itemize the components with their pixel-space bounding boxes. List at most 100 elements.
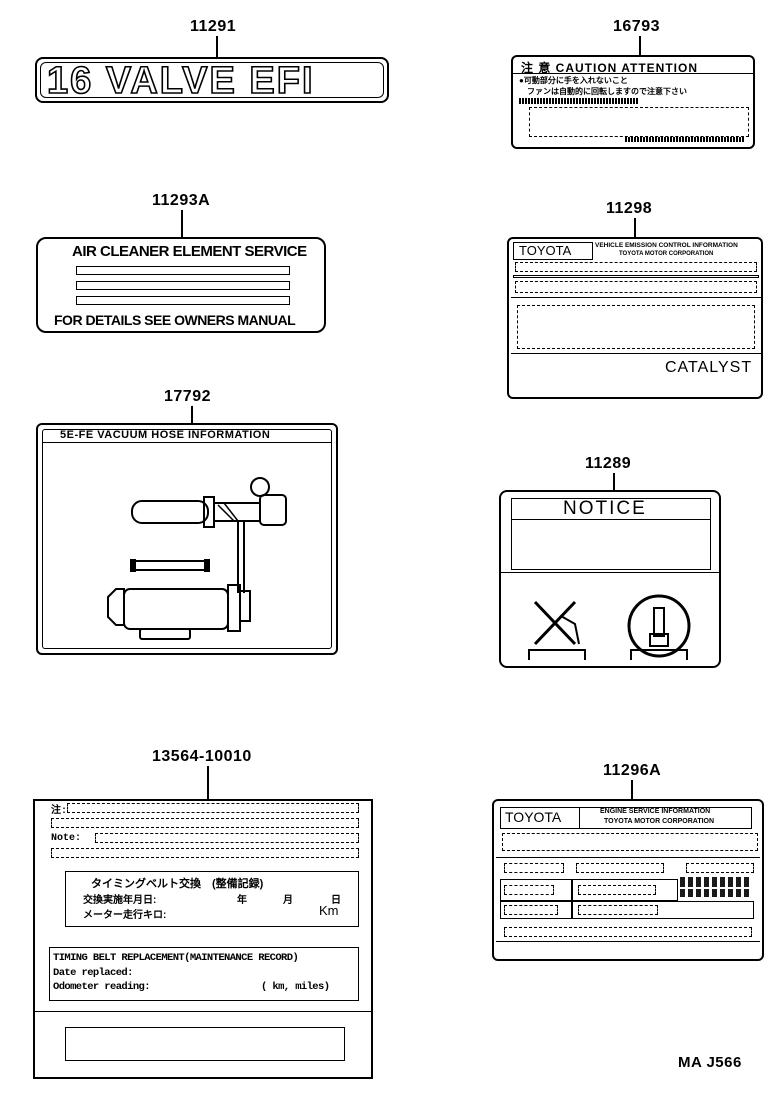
spec-field: [504, 905, 558, 915]
jp-record-title: タイミングベルト交換 (整備記録): [91, 878, 264, 890]
leader-line-16793: [639, 36, 641, 58]
note-label: Note:: [51, 833, 82, 844]
part-number-13564-10010: 13564-10010: [152, 748, 252, 765]
vacuum-hose-title: 5E-FE VACUUM HOSE INFORMATION: [60, 429, 271, 441]
spec-box: [572, 879, 678, 901]
note-line: [51, 848, 359, 858]
part-number-16793: 16793: [613, 18, 660, 35]
en-date-label: Date replaced:: [53, 967, 133, 979]
divider: [513, 73, 753, 74]
caution-header: 注 意 CAUTION ATTENTION: [521, 61, 698, 75]
fine-print: [625, 137, 745, 142]
divider: [511, 297, 761, 298]
jp-record-box: [65, 871, 359, 927]
jp-km: Km: [319, 903, 339, 918]
divider: [511, 353, 761, 354]
brand-box: [513, 242, 593, 260]
divider: [513, 275, 759, 278]
en-odo-label: Odometer reading:: [53, 981, 151, 993]
spec-field: [504, 863, 564, 873]
notice-pictograms: [528, 594, 691, 660]
leader-line-11293a: [181, 210, 183, 238]
note-line: [95, 833, 359, 843]
part-number-11293a: 11293A: [152, 192, 211, 209]
part-number-17792: 17792: [164, 388, 211, 405]
inner-frame: [42, 429, 332, 649]
label-engine-service: TOYOTA ENGINE SERVICE INFORMATION TOYOTA…: [492, 799, 764, 961]
notice-text-area: [511, 520, 711, 570]
label-emission-control: TOYOTA VEHICLE EMISSION CONTROL INFORMAT…: [507, 237, 763, 399]
leader-line-11298: [634, 218, 636, 238]
label-notice: NOTICE: [499, 490, 721, 668]
record-field: [76, 266, 290, 275]
notice-header-box: [511, 498, 711, 520]
label-caution: 注 意 CAUTION ATTENTION ●可動部分に手を入れないこと ファン…: [511, 55, 755, 149]
record-field: [76, 296, 290, 305]
info-line: [515, 281, 757, 293]
jp-date-label: 交換実施年月日:: [83, 895, 157, 906]
text-area: [529, 107, 749, 137]
divider: [42, 442, 332, 443]
leader-line-13564: [207, 766, 209, 800]
spec-box: [572, 901, 754, 919]
jp-month: 月: [283, 895, 293, 906]
top-edge: [33, 799, 373, 801]
air-cleaner-footer: FOR DETAILS SEE OWNERS MANUAL: [54, 312, 296, 328]
vacuum-hose-schematic: [107, 477, 287, 640]
caution-line-2: ファンは自動的に回転しますので注意下さい: [519, 87, 687, 96]
part-number-11289: 11289: [585, 455, 632, 472]
emission-subheading: TOYOTA MOTOR CORPORATION: [619, 251, 714, 257]
spec-box: [500, 879, 572, 901]
info-line: [515, 262, 757, 272]
label-text: 16 VALVE EFI: [46, 59, 315, 103]
label-16-valve-efi: 16 VALVE EFI: [35, 57, 389, 103]
notice-title: NOTICE: [563, 498, 647, 519]
jp-day: 日: [331, 895, 341, 906]
engine-subheading: TOYOTA MOTOR CORPORATION: [604, 818, 715, 825]
divider: [33, 1011, 373, 1012]
fine-print: [519, 98, 639, 104]
jp-year: 年: [237, 895, 247, 906]
spec-field: [578, 905, 658, 915]
diagram-code: MA J566: [678, 1054, 742, 1071]
record-field: [76, 281, 290, 290]
note-line: [67, 803, 359, 813]
label-vacuum-hose: 5E-FE VACUUM HOSE INFORMATION: [36, 423, 338, 655]
leader-line-11296a: [631, 780, 633, 800]
catalyst-text: CATALYST: [665, 359, 753, 376]
note-line: [51, 818, 359, 828]
divider: [501, 572, 719, 573]
divider: [496, 857, 760, 858]
brand-box: [500, 807, 580, 829]
spec-field: [576, 863, 664, 873]
spec-field: [504, 885, 554, 895]
blank-field: [65, 1027, 345, 1061]
leader-line-11291: [216, 36, 218, 58]
part-number-11291: 11291: [190, 18, 237, 35]
en-unit: ( km, miles): [261, 981, 330, 993]
brand: TOYOTA: [519, 243, 572, 258]
engine-heading: ENGINE SERVICE INFORMATION: [600, 808, 711, 815]
spec-grid-gap: [680, 887, 752, 889]
spec-field: [686, 863, 754, 873]
en-record-box: [49, 947, 359, 1001]
emission-heading: VEHICLE EMISSION CONTROL INFORMATION: [595, 242, 738, 249]
spec-box: [500, 901, 572, 919]
brand: TOYOTA: [505, 809, 562, 825]
divider: [496, 941, 760, 942]
leader-line-17792: [191, 406, 193, 424]
spec-field: [578, 885, 656, 895]
label-timing-belt: 注: Note: タイミングベルト交換 (整備記録) 交換実施年月日: 年 月 …: [33, 799, 373, 1079]
part-number-11298: 11298: [606, 200, 653, 217]
heading-box: [580, 807, 752, 829]
part-number-11296a: 11296A: [603, 762, 662, 779]
info-line: [504, 927, 752, 937]
info-area: [517, 305, 755, 349]
jp-note-mark: 注:: [51, 806, 68, 817]
jp-odo-label: メーター走行キロ:: [83, 910, 167, 921]
info-line: [502, 833, 758, 851]
en-record-title: TIMING BELT REPLACEMENT(MAINTENANCE RECO…: [53, 952, 299, 964]
air-cleaner-title: AIR CLEANER ELEMENT SERVICE: [72, 243, 307, 260]
leader-line-11289: [613, 473, 615, 491]
label-air-cleaner: AIR CLEANER ELEMENT SERVICE FOR DETAILS …: [36, 237, 326, 333]
